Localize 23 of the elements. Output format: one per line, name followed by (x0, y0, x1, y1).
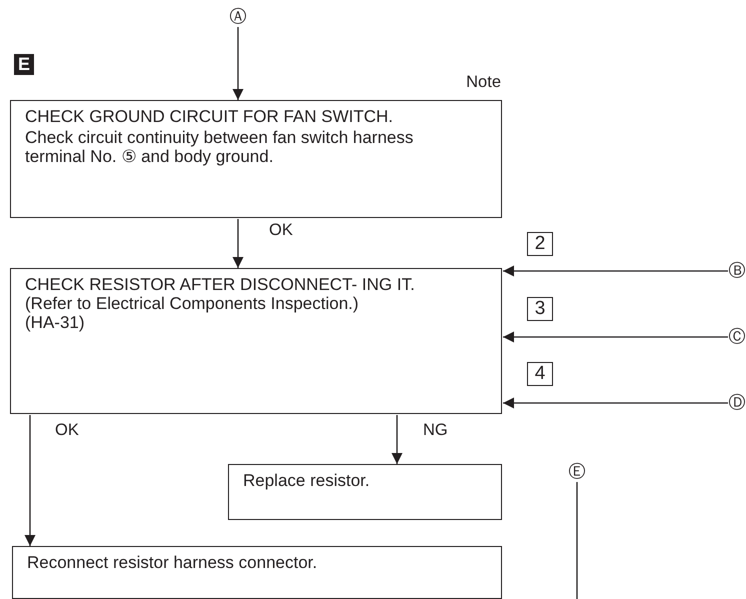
arrow (503, 332, 728, 342)
arrow (232, 219, 244, 268)
process-box: CHECK RESISTOR AFTER DISCONNECT- ING IT. (Refer to Electrical Components Inspection.) (HA-31) (10, 268, 502, 414)
step-number: 4 (527, 362, 553, 386)
edge-label: NG (423, 421, 448, 440)
connector-symbol: Ⓔ (568, 463, 586, 481)
edge-label: OK (55, 421, 79, 440)
process-box: Reconnect resistor harness connector. (12, 546, 502, 599)
connector-symbol: Ⓓ (728, 394, 746, 412)
connector-symbol: Ⓑ (728, 262, 746, 280)
connector-symbol: Ⓐ (229, 8, 247, 26)
arrow (503, 266, 728, 276)
step-number: 2 (527, 232, 553, 256)
process-box: Replace resistor. (228, 464, 502, 520)
edge-label: OK (269, 221, 293, 240)
arrow (392, 415, 402, 464)
section-marker: E (14, 54, 34, 75)
step-number: 3 (527, 297, 553, 321)
arrow (503, 398, 728, 408)
connector-symbol: Ⓒ (728, 328, 746, 346)
arrow (232, 27, 244, 100)
note-label: Note (466, 73, 501, 92)
arrow (24, 415, 36, 546)
